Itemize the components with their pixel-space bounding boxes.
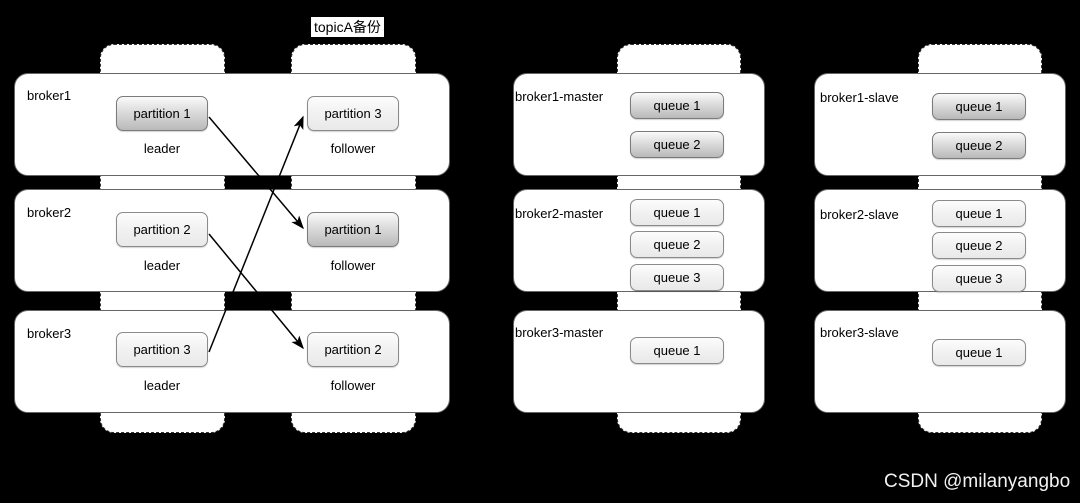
queue-node-s2-q3[interactable]: queue 3	[932, 265, 1026, 292]
master-broker-label-1: broker1-master	[515, 89, 604, 104]
partition-role-b2-leader: leader	[143, 258, 181, 273]
queue-node-m2-q1[interactable]: queue 1	[630, 199, 724, 226]
partition-role-b1-follower: follower	[330, 141, 376, 156]
partition-node-b2-leader[interactable]: partition 2	[116, 212, 208, 247]
queue-node-s2-q1[interactable]: queue 1	[932, 200, 1026, 227]
queue-node-m1-q2[interactable]: queue 2	[630, 131, 724, 158]
partition-node-b1-leader[interactable]: partition 1	[116, 96, 208, 131]
slave-broker-label-1: broker1-slave	[820, 90, 899, 105]
csdn-watermark: CSDN @milanyangbo	[884, 471, 1071, 492]
topic-caption: topicA备份	[311, 17, 384, 37]
queue-node-s3-q1[interactable]: queue 1	[932, 339, 1026, 366]
queue-node-m3-q1[interactable]: queue 1	[630, 337, 724, 364]
queue-node-m1-q1[interactable]: queue 1	[630, 92, 724, 119]
slave-broker-label-2: broker2-slave	[820, 207, 899, 222]
partition-role-b3-follower: follower	[330, 378, 376, 393]
queue-node-s2-q2[interactable]: queue 2	[932, 232, 1026, 259]
queue-node-m2-q3[interactable]: queue 3	[630, 264, 724, 291]
partition-node-b3-follower[interactable]: partition 2	[307, 332, 399, 367]
partition-node-b2-follower[interactable]: partition 1	[307, 212, 399, 247]
partition-node-b1-follower[interactable]: partition 3	[307, 96, 399, 131]
queue-node-s1-q1[interactable]: queue 1	[932, 93, 1026, 120]
slave-broker-label-3: broker3-slave	[820, 325, 899, 340]
partition-role-b2-follower: follower	[330, 258, 376, 273]
slave-broker-row-1	[814, 73, 1066, 176]
master-broker-row-1	[513, 73, 765, 176]
master-broker-label-3: broker3-master	[515, 325, 604, 340]
kafka-broker-label-2: broker2	[27, 205, 72, 220]
queue-node-m2-q2[interactable]: queue 2	[630, 231, 724, 258]
master-broker-label-2: broker2-master	[515, 206, 604, 221]
kafka-broker-label-3: broker3	[27, 326, 72, 341]
partition-node-b3-leader[interactable]: partition 3	[116, 332, 208, 367]
kafka-broker-label-1: broker1	[27, 88, 72, 103]
partition-role-b1-leader: leader	[143, 141, 181, 156]
queue-node-s1-q2[interactable]: queue 2	[932, 132, 1026, 159]
partition-role-b3-leader: leader	[143, 378, 181, 393]
